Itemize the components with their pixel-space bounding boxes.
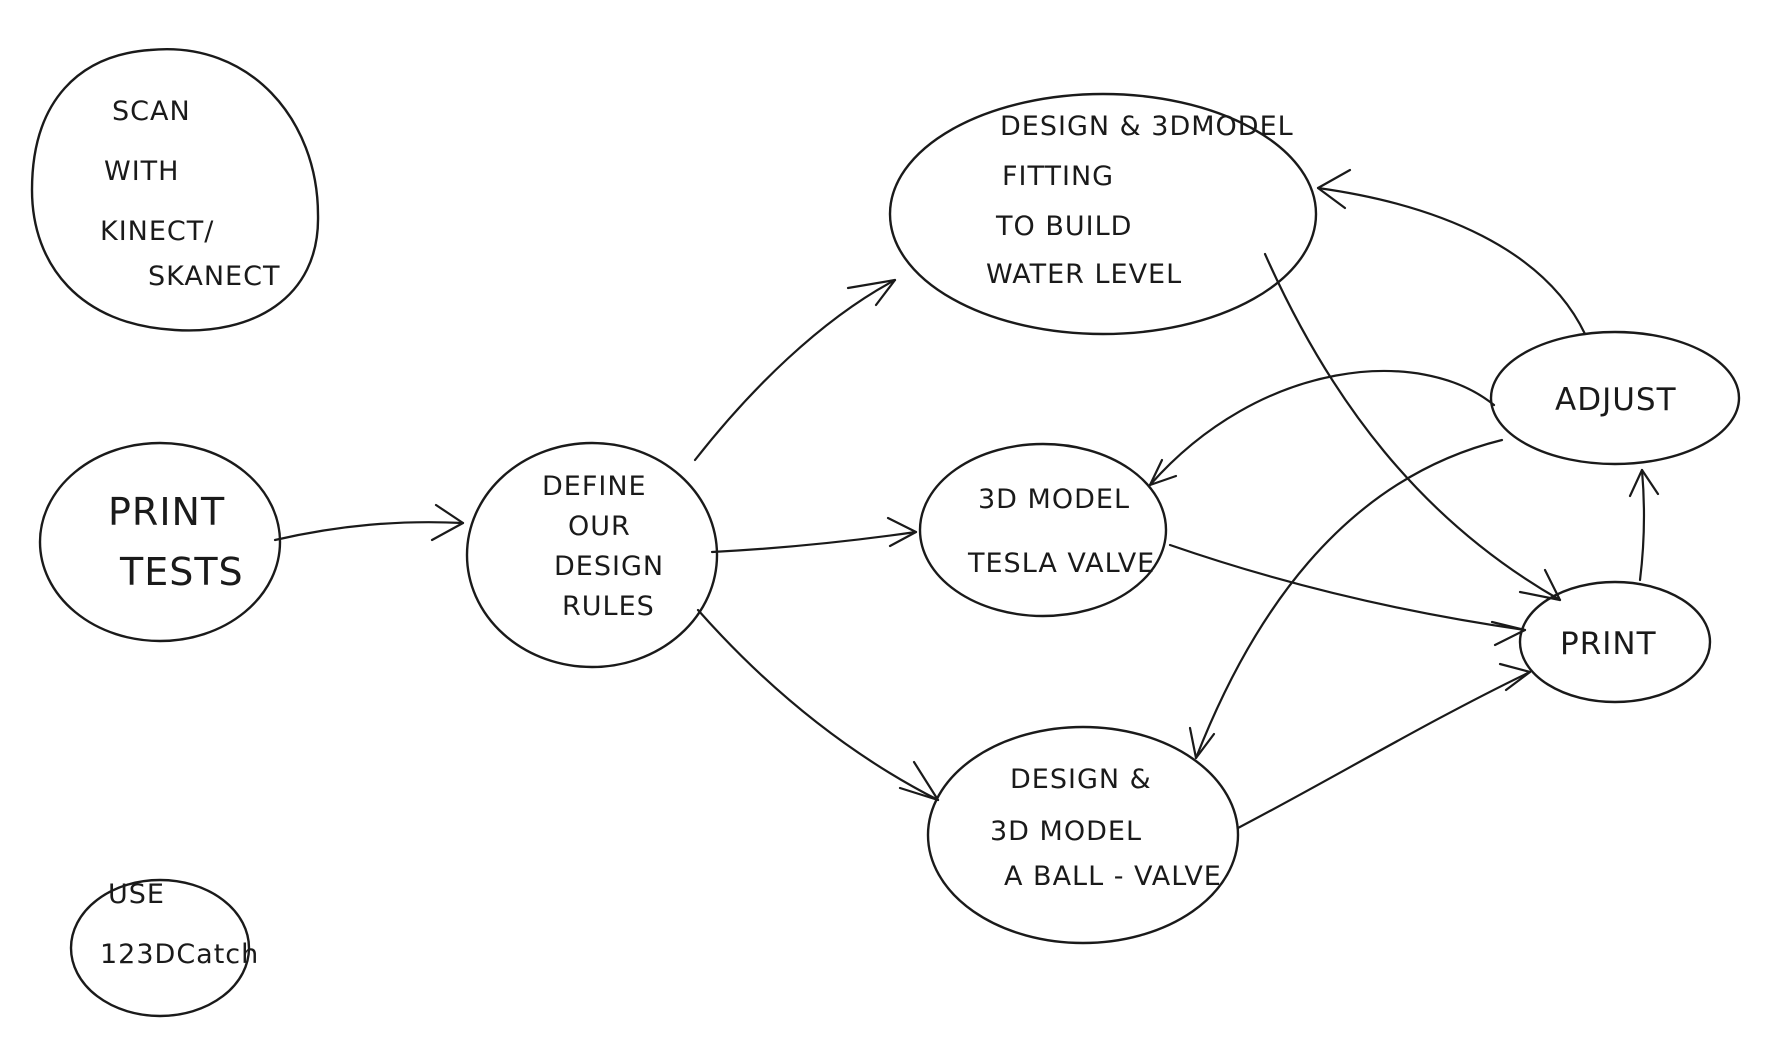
edge-print-tests-to-define-rules — [273, 503, 465, 542]
node-ball-valve: DESIGN & 3D MODEL A BALL - VALVE — [926, 725, 1240, 945]
node-use-123dcatch-line-2: 123DCatch — [100, 939, 259, 970]
node-print-tests: PRINT TESTS — [38, 441, 282, 643]
node-adjust-outline — [1489, 330, 1741, 466]
node-print: PRINT — [1518, 580, 1712, 704]
edge-ball-valve-to-print — [1236, 662, 1532, 830]
node-scan-outline — [30, 47, 320, 332]
node-design-fitting-line-4: WATER LEVEL — [986, 259, 1182, 290]
node-use-123dcatch-line-1: USE — [108, 879, 165, 910]
node-tesla-valve-line-1: 3D MODEL — [978, 484, 1130, 515]
node-design-fitting-line-3: TO BUILD — [995, 211, 1132, 242]
edge-design-fitting-to-print — [1263, 252, 1562, 602]
node-adjust: ADJUST — [1489, 330, 1741, 466]
edge-adjust-to-ball-valve — [1188, 438, 1504, 760]
node-print-line-1: PRINT — [1560, 626, 1657, 662]
node-scan: SCAN WITH KINECT/ SKANECT — [30, 47, 320, 332]
node-ball-valve-line-1: DESIGN & — [1010, 764, 1152, 795]
edge-define-rules-to-tesla-valve — [710, 516, 918, 554]
node-use-123dcatch: USE 123DCatch — [69, 878, 259, 1018]
node-design-fitting-line-1: DESIGN & 3DMODEL — [1000, 111, 1294, 142]
node-ball-valve-outline — [926, 725, 1240, 945]
node-define-rules-line-1: DEFINE — [542, 471, 647, 502]
node-print-tests-outline — [38, 441, 282, 643]
node-scan-line-3: KINECT/ — [100, 216, 214, 247]
node-define-rules: DEFINE OUR DESIGN RULES — [465, 441, 719, 669]
node-scan-line-2: WITH — [104, 156, 179, 187]
edge-adjust-to-tesla-valve — [1148, 369, 1496, 487]
node-tesla-valve-line-2: TESLA VALVE — [967, 548, 1155, 579]
node-define-rules-outline — [465, 441, 719, 669]
node-define-rules-line-4: RULES — [562, 591, 655, 622]
edge-print-to-adjust — [1628, 468, 1660, 582]
node-scan-line-1: SCAN — [112, 96, 191, 127]
node-tesla-valve: 3D MODEL TESLA VALVE — [918, 442, 1168, 618]
edge-define-rules-to-ball-valve — [696, 608, 940, 802]
node-design-fitting-line-2: FITTING — [1002, 161, 1114, 192]
node-ball-valve-line-2: 3D MODEL — [990, 816, 1142, 847]
edge-define-rules-to-design-fitting — [693, 278, 897, 462]
node-print-outline — [1518, 580, 1712, 704]
node-adjust-line-1: ADJUST — [1555, 382, 1677, 418]
node-print-tests-line-1: PRINT — [108, 490, 225, 534]
node-tesla-valve-outline — [918, 442, 1168, 618]
node-ball-valve-line-3: A BALL - VALVE — [1004, 861, 1222, 892]
node-design-fitting: DESIGN & 3DMODEL FITTING TO BUILD WATER … — [888, 92, 1318, 336]
node-define-rules-line-2: OUR — [568, 511, 631, 542]
edge-adjust-to-design-fitting — [1316, 168, 1587, 336]
node-print-tests-line-2: TESTS — [119, 550, 244, 594]
node-use-123dcatch-outline — [69, 878, 251, 1018]
edge-tesla-valve-to-print — [1168, 543, 1527, 647]
node-design-fitting-outline — [888, 92, 1318, 336]
node-scan-line-4: SKANECT — [148, 261, 280, 292]
node-define-rules-line-3: DESIGN — [554, 551, 664, 582]
